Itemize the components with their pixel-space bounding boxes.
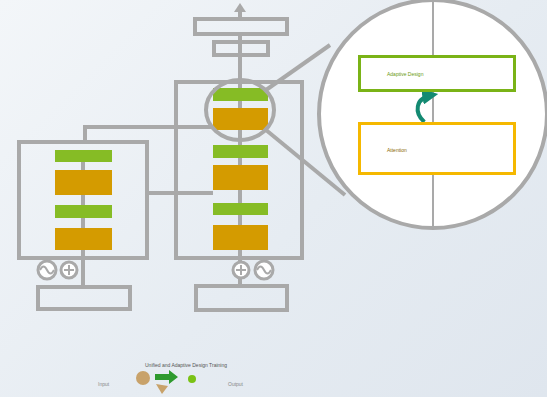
legend-note: Input [98,381,109,387]
legend-title: Unified and Adaptive Design Training [145,362,227,368]
legend-note: Output [228,381,243,387]
flow-arrow [418,95,433,122]
attention-box: Attention [358,122,516,175]
box-label: Adaptive Design [387,71,513,77]
box-label: Attention [387,147,513,153]
design-box: Adaptive Design [358,55,516,92]
